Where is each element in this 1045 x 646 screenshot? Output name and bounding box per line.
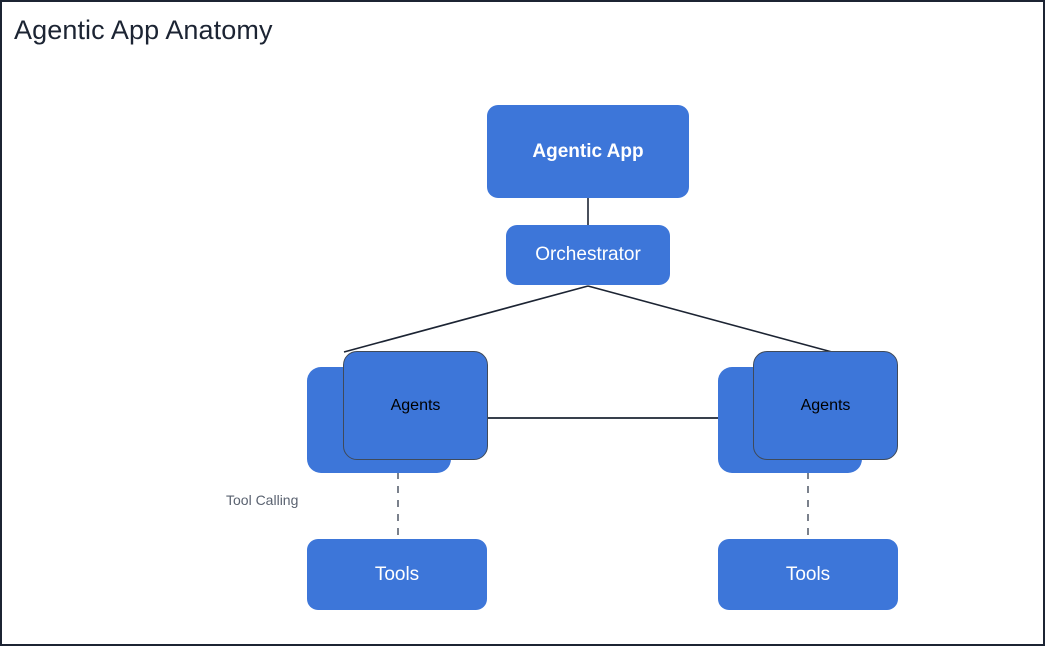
node-agents-left[interactable]: Agents: [307, 351, 488, 473]
node-agents-left-label: Agents: [390, 396, 441, 414]
edge-orchestrator-agents-right: [587, 285, 833, 353]
node-agents-right-label: Agents: [800, 396, 851, 414]
node-agents-right[interactable]: Agents: [718, 351, 898, 473]
node-tools-left-label: Tools: [374, 563, 420, 585]
node-agentic-app[interactable]: Agentic App: [487, 105, 689, 198]
node-orchestrator-label: Orchestrator: [535, 244, 641, 265]
node-tools-right-label: Tools: [785, 563, 831, 585]
page-title: Agentic App Anatomy: [14, 15, 273, 45]
node-tools-right[interactable]: Tools: [718, 539, 898, 610]
agents-left-card-front[interactable]: Agents: [343, 351, 488, 460]
edge-label-tool-calling: Tool Calling: [226, 492, 299, 508]
node-tools-left[interactable]: Tools: [307, 539, 487, 610]
node-orchestrator[interactable]: Orchestrator: [506, 225, 670, 285]
node-agentic-app-label: Agentic App: [532, 140, 644, 162]
agents-right-card-front[interactable]: Agents: [753, 351, 898, 460]
edge-orchestrator-agents-left: [343, 285, 589, 353]
